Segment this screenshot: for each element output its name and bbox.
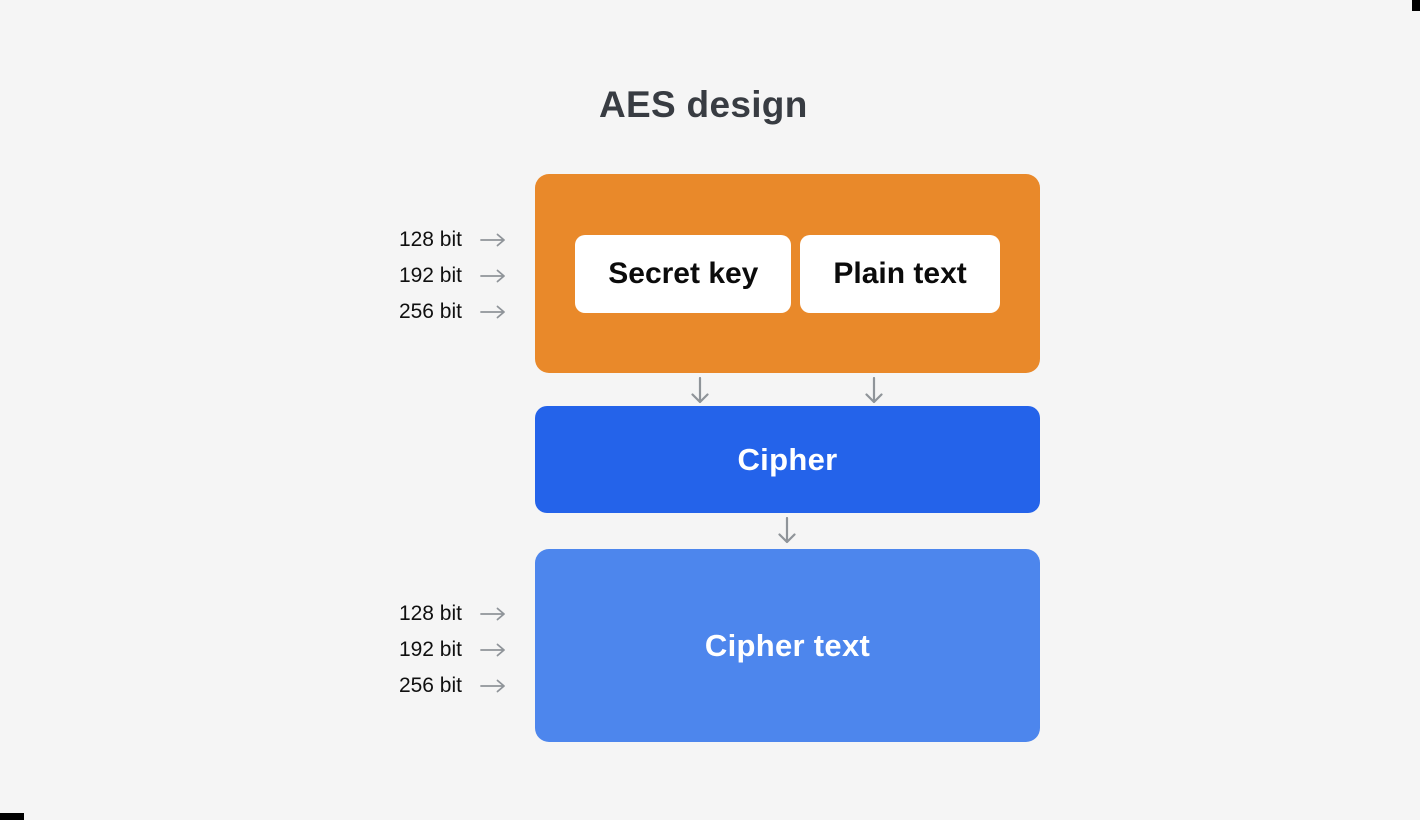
plain-text-chip: Plain text [800,234,1000,313]
right-arrow-icon [480,233,505,247]
key-sizes-bottom: 128 bit 192 bit 256 bit [386,596,506,704]
cipher-block: Cipher [535,406,1040,513]
key-input-block: Secret key Plain text [535,174,1040,373]
down-arrow-icon [691,377,709,404]
right-arrow-icon [480,305,505,319]
key-sizes-top: 128 bit 192 bit 256 bit [386,222,506,330]
key-size-row: 192 bit [386,258,506,294]
down-arrow-icon [778,517,796,544]
down-arrow-icon [865,377,883,404]
key-size-row: 128 bit [386,596,506,632]
cipher-text-block-label: Cipher text [704,627,871,663]
cipher-text-block: Cipher text [535,549,1040,742]
cipher-block-label: Cipher [737,441,838,477]
right-arrow-icon [480,643,505,657]
key-size-label: 192 bit [398,638,462,661]
secret-key-chip: Secret key [575,234,792,313]
key-size-row: 256 bit [386,668,506,704]
key-size-label: 128 bit [398,602,462,625]
screen-artifact-bottom-left [0,813,24,820]
key-size-row: 192 bit [386,632,506,668]
key-size-label: 256 bit [398,300,462,323]
key-size-row: 128 bit [386,222,506,258]
key-size-label: 256 bit [398,674,462,697]
right-arrow-icon [480,269,505,283]
page-title: AES design [599,84,808,125]
right-arrow-icon [480,607,505,621]
screen-artifact-top-right [1412,0,1420,11]
right-arrow-icon [480,679,505,693]
key-size-label: 192 bit [398,264,462,287]
key-size-row: 256 bit [386,294,506,330]
key-size-label: 128 bit [398,228,462,251]
